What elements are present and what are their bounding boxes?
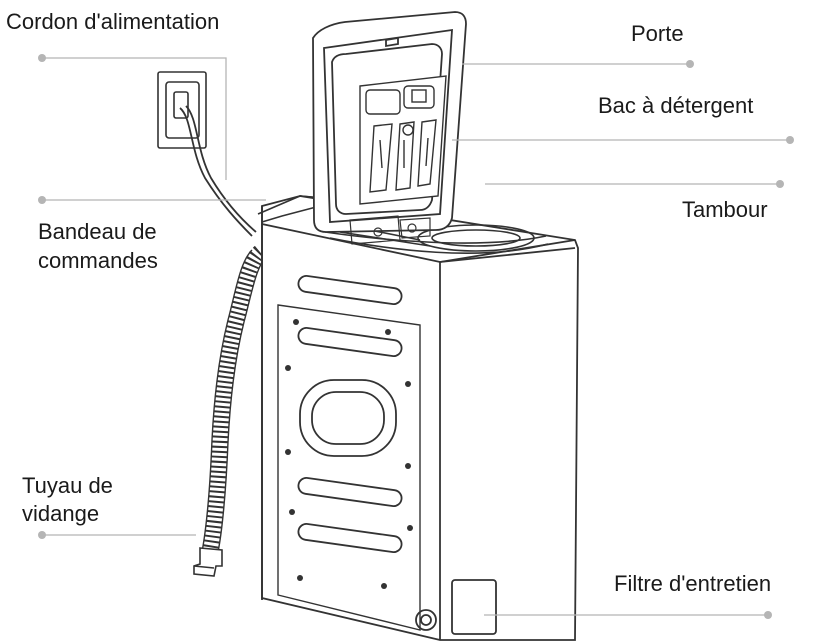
power-cord xyxy=(179,105,257,237)
leader-lines xyxy=(42,57,790,616)
label-drain-hose-line2: vidange xyxy=(22,501,100,526)
label-power-cord: Cordon d'alimentation xyxy=(6,9,220,34)
label-door: Porte xyxy=(631,21,684,46)
drain-hose xyxy=(193,245,269,577)
label-control-panel-line2: commandes xyxy=(38,248,158,273)
label-maintenance-filter: Filtre d'entretien xyxy=(614,571,772,596)
leader-dots xyxy=(38,54,794,619)
label-control-panel-line1: Bandeau de xyxy=(38,219,157,244)
label-drain-hose-line1: Tuyau de xyxy=(22,473,113,498)
label-detergent-drawer: Bac à détergent xyxy=(598,93,754,118)
label-drum: Tambour xyxy=(682,197,768,222)
cabinet xyxy=(261,195,579,641)
detergent-drawer-shape xyxy=(359,75,447,205)
tub-interior xyxy=(349,215,431,245)
